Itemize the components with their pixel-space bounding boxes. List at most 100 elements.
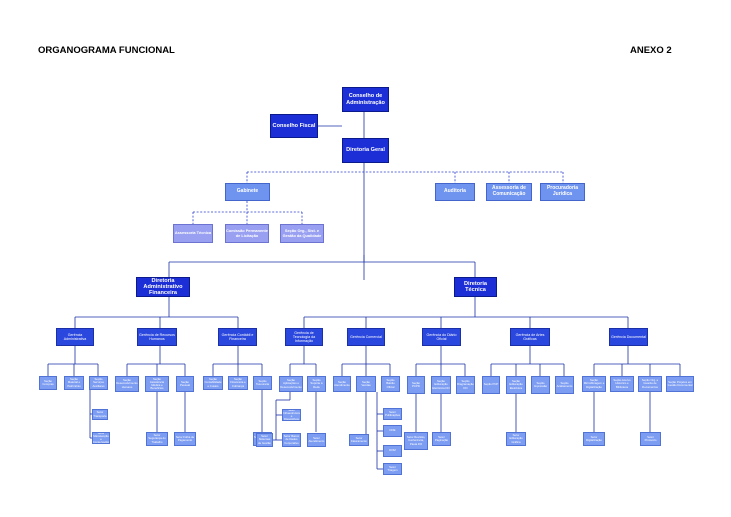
secao-aplicacoes-box[interactable]: Seção Aplicações e Desenvolvimento bbox=[279, 376, 303, 392]
setor-seguranca-label: Setor Segurança do Trabalho bbox=[148, 433, 166, 444]
setor-publicacoes-label: Setor Publicações bbox=[384, 409, 401, 417]
setor-editoracao-grafica-box[interactable]: Setor Editoração Gráfica bbox=[506, 432, 526, 446]
gerencia-documental-box[interactable]: Gerência Documental bbox=[609, 328, 648, 346]
secao-contabilidade-label: Seção Contabilidade e Custos bbox=[204, 377, 222, 388]
conselho-administracao-box[interactable]: Conselho de Administração bbox=[342, 87, 389, 112]
gerencia-contabil-box[interactable]: Gerência Contábil e Financeira bbox=[218, 328, 257, 346]
diretoria-geral-label: Diretoria Geral bbox=[346, 147, 385, 154]
secao-diagramacao-box[interactable]: Seção Diagramação DO bbox=[456, 376, 475, 394]
secao-assistencia-box[interactable]: Seção Assistência Médica e Benefícios bbox=[145, 376, 169, 392]
secao-contabilidade-box[interactable]: Seção Contabilidade e Custos bbox=[203, 376, 223, 390]
gerencia-administrativa-box[interactable]: Gerência Administrativa bbox=[56, 328, 94, 346]
secao-projetos-box[interactable]: Seção Projetos em Gestão Documental bbox=[666, 376, 694, 392]
comissao-licitacao-label: Comissão Permanente de Licitação bbox=[226, 228, 268, 238]
secao-microfilmagem-label: Seção Microfilmagem e Digitalização bbox=[583, 378, 605, 389]
secao-atendimento-label: Seção Atendimento bbox=[334, 379, 350, 387]
gerencia-diario-oficial-box[interactable]: Gerência do Diário Oficial bbox=[422, 328, 461, 346]
secao-microfilmagem-box[interactable]: Seção Microfilmagem e Digitalização bbox=[582, 376, 606, 392]
secao-projetos-label: Seção Projetos em Gestão Documental bbox=[667, 379, 693, 387]
gerencia-artes-graficas-box[interactable]: Gerência de Artes Gráficas bbox=[510, 328, 550, 346]
secao-acervo-box[interactable]: Seção Acervo Histórico e Biblioteca bbox=[610, 376, 634, 392]
secao-pessoal-box[interactable]: Seção Pessoal bbox=[176, 376, 194, 392]
secao-impressao-label: Seção Impressão bbox=[533, 380, 548, 388]
secao-pcpd-box[interactable]: Seção PCPD bbox=[407, 376, 425, 394]
setor-seguranca-box[interactable]: Setor Segurança do Trabalho bbox=[146, 432, 168, 446]
setor-doe-box[interactable]: DOE bbox=[383, 425, 402, 437]
setor-banco-dados-box[interactable]: Setor Banco de Dados Corporativo bbox=[282, 433, 301, 447]
secao-acabamento-box[interactable]: Seção Acabamento bbox=[555, 376, 574, 394]
setor-atendimento-ti-label: Setor Atendimento bbox=[308, 435, 325, 443]
secao-balcao-box[interactable]: Seção Balcão Oficial bbox=[381, 376, 400, 392]
gerencia-rh-box[interactable]: Gerência de Recursos Humanos bbox=[137, 328, 177, 346]
secao-editoracao-label: Seção Editoração Eletrônica bbox=[509, 379, 523, 390]
assessoria-tecnica-box[interactable]: Assessoria Técnica bbox=[173, 224, 213, 243]
setor-faturamento-label: Setor Faturamento bbox=[351, 435, 367, 443]
gerencia-administrativa-label: Gerência Administrativa bbox=[63, 332, 87, 341]
diretoria-adm-financeira-label: Diretoria Administrativo Financeira bbox=[143, 277, 183, 297]
secao-pcpd-label: Seção PCPD bbox=[412, 380, 420, 388]
secao-impressao-box[interactable]: Seção Impressão bbox=[531, 376, 550, 394]
setor-revisao-box[interactable]: Setor Revisão, Conferência, Pauta DO bbox=[404, 432, 428, 450]
secao-tesouraria-label: Seção Tesouraria bbox=[255, 378, 270, 386]
secao-compras-label: Seção Compras bbox=[42, 378, 54, 386]
diretoria-adm-financeira-box[interactable]: Diretoria Administrativo Financeira bbox=[136, 277, 190, 297]
setor-triagem-box[interactable]: Setor Triagem bbox=[383, 463, 402, 475]
comissao-licitacao-box[interactable]: Comissão Permanente de Licitação bbox=[225, 224, 269, 243]
setor-infraestrutura-label: Setor Infraestrutura e Dispositivos bbox=[283, 409, 300, 421]
secao-org-guarda-label: Seção Org. e Guarda de Documentos bbox=[641, 378, 659, 389]
gabinete-box[interactable]: Gabinete bbox=[225, 183, 270, 201]
secao-pcp-box[interactable]: Seção PCP bbox=[482, 376, 500, 394]
setor-folha-box[interactable]: Setor Folha de Pagamento bbox=[174, 432, 196, 446]
secao-acabamento-label: Seção Acabamento bbox=[556, 380, 573, 388]
secao-desenvolvimento-box[interactable]: Seção Desenvolvimento Humano bbox=[115, 376, 139, 392]
secao-suporte-box[interactable]: Seção Suporte à Rede bbox=[307, 376, 326, 392]
secao-servicos-box[interactable]: Seção Serviços Auxiliares bbox=[89, 376, 108, 390]
setor-dom-box[interactable]: DOM bbox=[383, 445, 402, 457]
auditoria-box[interactable]: Auditoria bbox=[435, 183, 475, 201]
secao-desenvolvimento-label: Seção Desenvolvimento Humano bbox=[116, 378, 138, 389]
assessoria-comunicacao-box[interactable]: Assessoria de Comunicação bbox=[486, 183, 532, 201]
procuradoria-box[interactable]: Procuradoria Jurídica bbox=[540, 183, 585, 201]
secao-org-sist-box[interactable]: Seção Org., Sist. e Gestão da Qualidade bbox=[280, 224, 324, 243]
gerencia-ti-box[interactable]: Gerência de Tecnologia da Informação bbox=[285, 328, 323, 346]
setor-editoracao-grafica-label: Setor Editoração Gráfica bbox=[509, 433, 523, 444]
secao-material-box[interactable]: Seção Material e Patrimônio bbox=[64, 376, 84, 390]
secao-org-guarda-box[interactable]: Seção Org. e Guarda de Documentos bbox=[638, 376, 662, 392]
setor-publicacoes-box[interactable]: Setor Publicações bbox=[383, 408, 402, 420]
secao-servicos-label: Seção Serviços Auxiliares bbox=[92, 377, 105, 388]
setor-paginacao-box[interactable]: Setor Paginação bbox=[432, 432, 451, 446]
setor-sistemas-box[interactable]: Setor Sistemas de Gestão bbox=[256, 433, 273, 447]
secao-editoracao-do-label: Seção Editoração Eletrônica DO bbox=[432, 379, 450, 390]
secao-pcp-label: Seção PCP bbox=[483, 382, 499, 387]
secao-atendimento-box[interactable]: Seção Atendimento bbox=[333, 376, 351, 392]
secao-financeira-box[interactable]: Seção Financeira e Cobrança bbox=[228, 376, 248, 390]
diretoria-geral-box[interactable]: Diretoria Geral bbox=[342, 138, 389, 163]
gerencia-documental-label: Gerência Documental bbox=[611, 334, 646, 339]
secao-material-label: Seção Material e Patrimônio bbox=[67, 377, 81, 388]
setor-manutencao-box[interactable]: Setor Manutenção e Conservação bbox=[92, 432, 110, 444]
secao-compras-box[interactable]: Seção Compras bbox=[39, 376, 57, 390]
secao-financeira-label: Seção Financeira e Cobrança bbox=[230, 377, 246, 388]
setor-infraestrutura-box[interactable]: Setor Infraestrutura e Dispositivos bbox=[282, 409, 301, 421]
secao-assistencia-label: Seção Assistência Médica e Benefícios bbox=[149, 376, 165, 391]
setor-protocolo-box[interactable]: Setor Protocolo bbox=[640, 432, 661, 446]
setor-atendimento-ti-box[interactable]: Setor Atendimento bbox=[307, 433, 326, 447]
diretoria-tecnica-box[interactable]: Diretoria Técnica bbox=[454, 277, 497, 297]
setor-dom-label: DOM bbox=[389, 448, 396, 453]
setor-faturamento-box[interactable]: Setor Faturamento bbox=[349, 434, 369, 446]
secao-vendas-box[interactable]: Seção Vendas bbox=[356, 376, 376, 392]
setor-transporte-box[interactable]: Setor Transporte bbox=[92, 409, 108, 420]
secao-tesouraria-box[interactable]: Seção Tesouraria bbox=[253, 376, 272, 390]
gerencia-ti-label: Gerência de Tecnologia da Informação bbox=[292, 330, 316, 343]
setor-folha-label: Setor Folha de Pagamento bbox=[175, 434, 195, 442]
gerencia-comercial-box[interactable]: Gerência Comercial bbox=[347, 328, 385, 346]
page-title: ORGANOGRAMA FUNCIONAL bbox=[38, 45, 175, 56]
secao-vendas-label: Seção Vendas bbox=[361, 379, 371, 387]
diretoria-tecnica-label: Diretoria Técnica bbox=[463, 280, 487, 293]
secao-editoracao-box[interactable]: Seção Editoração Eletrônica bbox=[506, 376, 526, 394]
conselho-fiscal-box[interactable]: Conselho Fiscal bbox=[270, 114, 318, 138]
secao-editoracao-do-box[interactable]: Seção Editoração Eletrônica DO bbox=[431, 376, 451, 394]
setor-digitalizacao-box[interactable]: Setor Digitalização bbox=[583, 432, 605, 446]
annex-label: ANEXO 2 bbox=[630, 45, 672, 56]
